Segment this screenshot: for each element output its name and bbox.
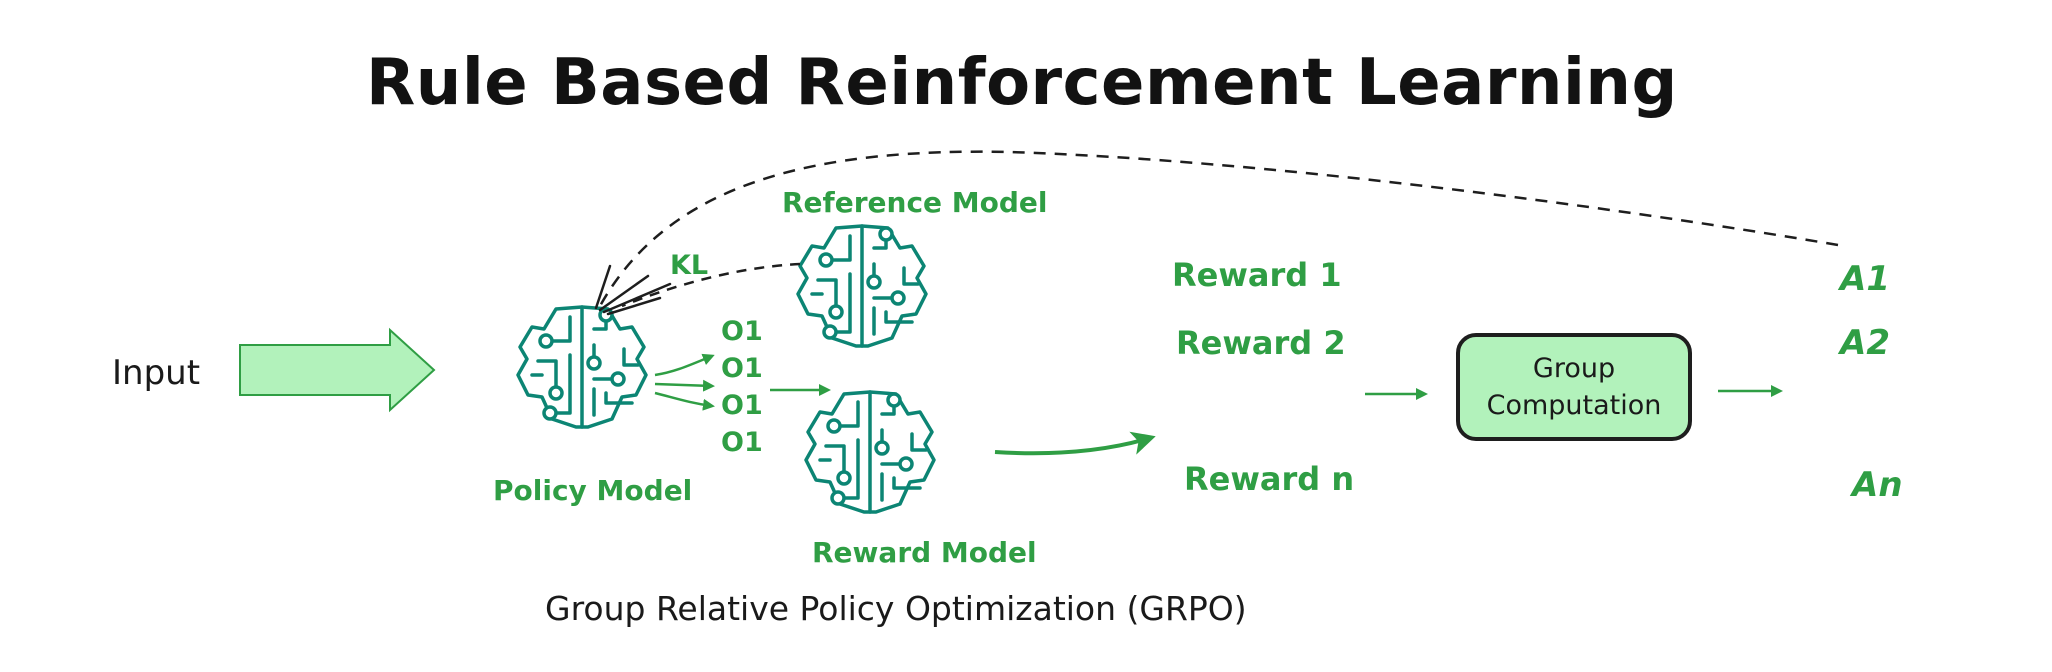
advantage-item: A1 <box>1837 259 1890 299</box>
reward-model-label: Reward Model <box>812 536 1037 569</box>
output-item: O1 <box>721 427 763 458</box>
kl-arrowhead-scribble <box>594 264 672 316</box>
advantage-list: A1 A2 An <box>1837 259 1903 505</box>
reference-model-icon <box>796 224 928 348</box>
policy-output-arrows <box>654 353 715 411</box>
group-computation-box: Group Computation <box>1456 333 1692 441</box>
reward-item: Reward 1 <box>1172 256 1342 294</box>
reward-model-to-rewards-arrow <box>994 431 1156 456</box>
output-item: O1 <box>721 316 763 347</box>
advantage-item: An <box>1849 465 1903 505</box>
input-label: Input <box>112 353 200 393</box>
group-computation-line1: Group <box>1533 353 1615 384</box>
reference-model-label: Reference Model <box>782 186 1048 219</box>
kl-label: KL <box>670 250 708 281</box>
output-list: O1 O1 O1 O1 <box>721 316 763 458</box>
policy-model-icon <box>516 305 648 429</box>
reward-item: Reward n <box>1184 460 1354 498</box>
diagram-subtitle: Group Relative Policy Optimization (GRPO… <box>545 589 1247 628</box>
input-arrow <box>239 327 436 413</box>
feedback-dashed-curve <box>598 150 1839 307</box>
policy-model-label: Policy Model <box>493 474 692 507</box>
output-item: O1 <box>721 390 763 421</box>
group-computation-line2: Computation <box>1487 390 1662 421</box>
kl-dashed-line <box>621 262 801 308</box>
reward-model-icon <box>804 390 936 514</box>
output-item: O1 <box>721 353 763 384</box>
advantage-item: A2 <box>1837 323 1890 363</box>
reward-list: Reward 1 Reward 2 Reward n <box>1172 256 1354 498</box>
reward-item: Reward 2 <box>1176 324 1346 362</box>
page-title: Rule Based Reinforcement Learning <box>366 46 1678 120</box>
